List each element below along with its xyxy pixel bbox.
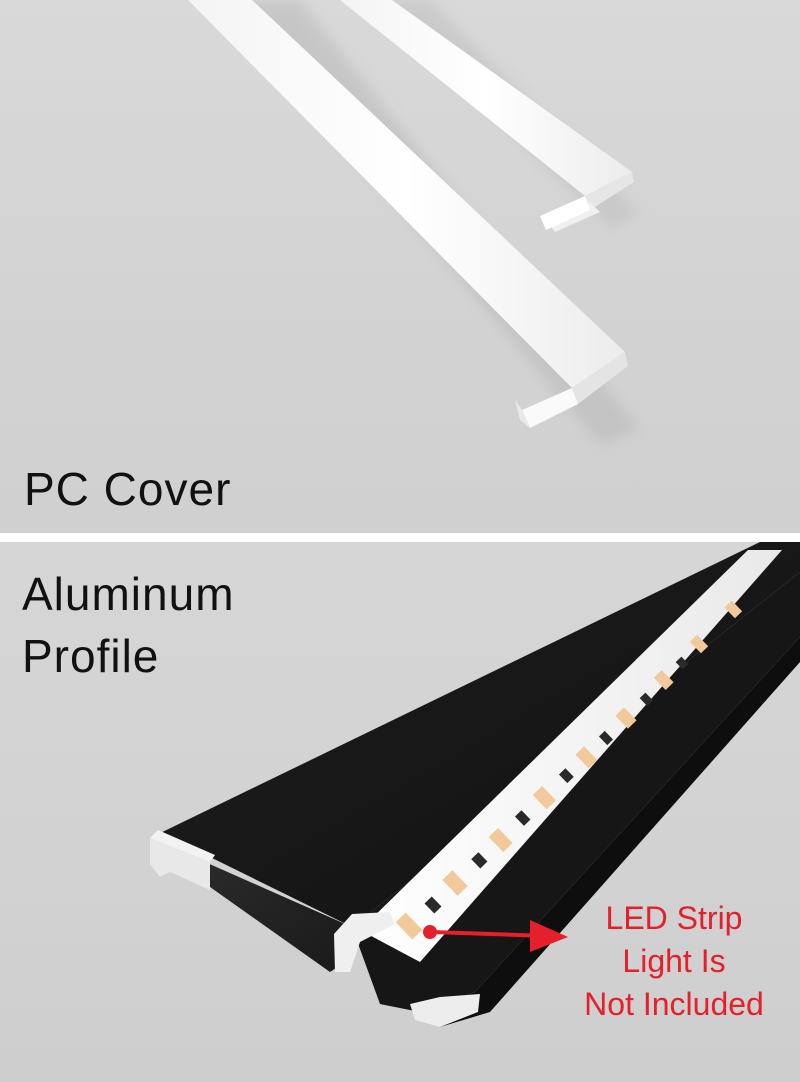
- not-included-note: LED Strip Light Is Not Included: [548, 897, 800, 1026]
- aluminum-profile-caption: Aluminum Profile: [22, 563, 235, 687]
- pc-cover-strip-front: [188, 0, 628, 428]
- pc-cover-caption: PC Cover: [24, 463, 232, 515]
- profile-channel-floor: [205, 862, 352, 972]
- profile-top-edge: [150, 830, 215, 862]
- note-line-1: LED Strip: [605, 900, 743, 936]
- caption-line-1: Aluminum: [22, 568, 235, 620]
- profile-bottom-end-face: [410, 994, 480, 1027]
- led-chips: [395, 600, 743, 940]
- profile-corner-face: [334, 912, 395, 972]
- note-line-2: Light Is: [622, 943, 726, 979]
- led-strip: [360, 550, 782, 962]
- profile-left-end-face: [150, 838, 210, 890]
- pc-cover-strip-back: [340, 0, 634, 232]
- caption-line-2: Profile: [22, 630, 160, 682]
- profile-back-wall: [150, 542, 800, 927]
- led-resistors: [424, 656, 689, 914]
- aluminum-profile-illustration: [150, 542, 800, 1027]
- pc-cover-illustration: [188, 0, 640, 445]
- pc-cover-panel: PC Cover: [0, 0, 800, 533]
- panel-divider: [0, 533, 800, 542]
- arrow-icon: [423, 920, 568, 952]
- aluminum-profile-panel: Aluminum Profile LED Strip Light Is Not …: [0, 542, 800, 1082]
- note-line-3: Not Included: [584, 986, 764, 1022]
